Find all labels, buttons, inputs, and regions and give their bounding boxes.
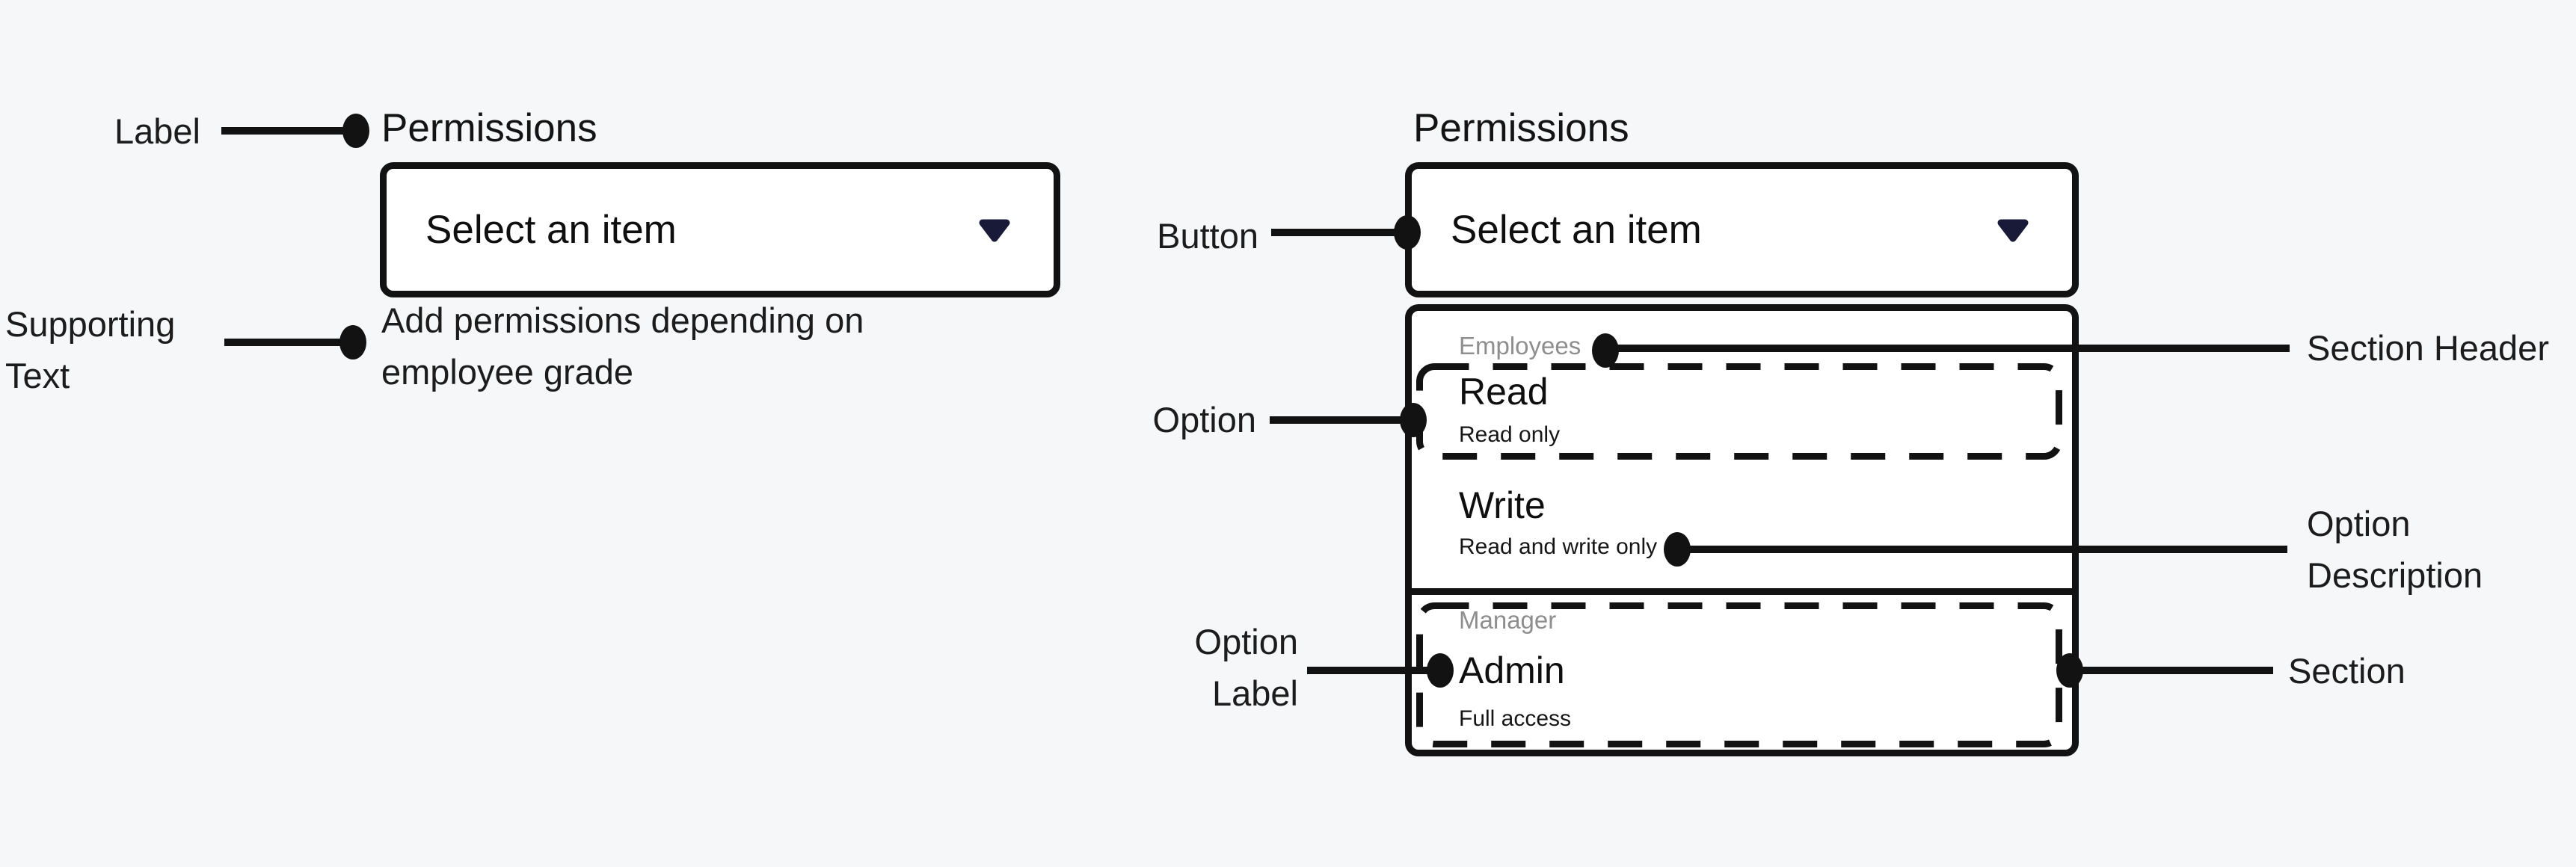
chevron-down-icon	[979, 219, 1010, 241]
annotation-option-label: Option Label	[1194, 622, 1298, 713]
annotation-option: Option	[1152, 400, 1256, 439]
option-read-description: Read only	[1459, 422, 1561, 447]
option-highlight-box	[1416, 363, 2062, 460]
annotation-option-line	[1270, 416, 1404, 424]
select-button-label: Select an item	[1451, 208, 1702, 252]
annotation-section-line	[2082, 667, 2273, 674]
section-header-manager: Manager	[1459, 606, 1557, 634]
select-button-label: Select an item	[425, 208, 677, 252]
annotation-option-description-line	[1688, 546, 2287, 553]
annotation-label: Label	[114, 111, 200, 151]
option-admin-label[interactable]: Admin	[1459, 650, 1565, 691]
option-write-label[interactable]: Write	[1459, 484, 1546, 526]
annotation-supporting-line	[224, 339, 348, 346]
annotation-section-header-line	[1614, 345, 2290, 352]
select-button-open[interactable]: Select an item	[1405, 162, 2079, 297]
supporting-text: Add permissions depending on employee gr…	[381, 300, 864, 392]
annotation-option-description-dot	[1664, 532, 1691, 567]
annotation-label-dot	[342, 114, 369, 148]
option-read-label[interactable]: Read	[1459, 371, 1549, 413]
field-label-open: Permissions	[1413, 106, 1629, 150]
option-admin-description: Full access	[1459, 706, 1572, 731]
annotation-supporting-dot	[339, 325, 366, 360]
annotation-option-description: Option Description	[2307, 504, 2483, 595]
annotation-button-dot	[1394, 215, 1421, 250]
select-button-closed[interactable]: Select an item	[380, 162, 1060, 297]
annotation-section: Section	[2288, 651, 2406, 691]
section-highlight-box	[1416, 602, 2062, 747]
annotation-button: Button	[1157, 216, 1258, 256]
annotation-option-dot	[1400, 403, 1427, 437]
chevron-down-icon	[1997, 219, 2029, 241]
dropdown-menu	[1405, 304, 2079, 756]
annotation-section-dot	[2056, 653, 2083, 688]
section-header-employees: Employees	[1459, 332, 1581, 360]
annotation-label-line	[221, 127, 348, 135]
annotation-option-label-dot	[1427, 653, 1454, 688]
annotation-option-label-line	[1307, 667, 1430, 674]
option-write-description: Read and write only	[1459, 534, 1658, 559]
menu-section-divider	[1412, 588, 2072, 595]
annotation-supporting-text: Supporting Text	[5, 304, 176, 395]
annotation-button-line	[1271, 229, 1403, 236]
field-label-closed: Permissions	[381, 106, 597, 150]
annotation-section-header: Section Header	[2307, 328, 2549, 368]
